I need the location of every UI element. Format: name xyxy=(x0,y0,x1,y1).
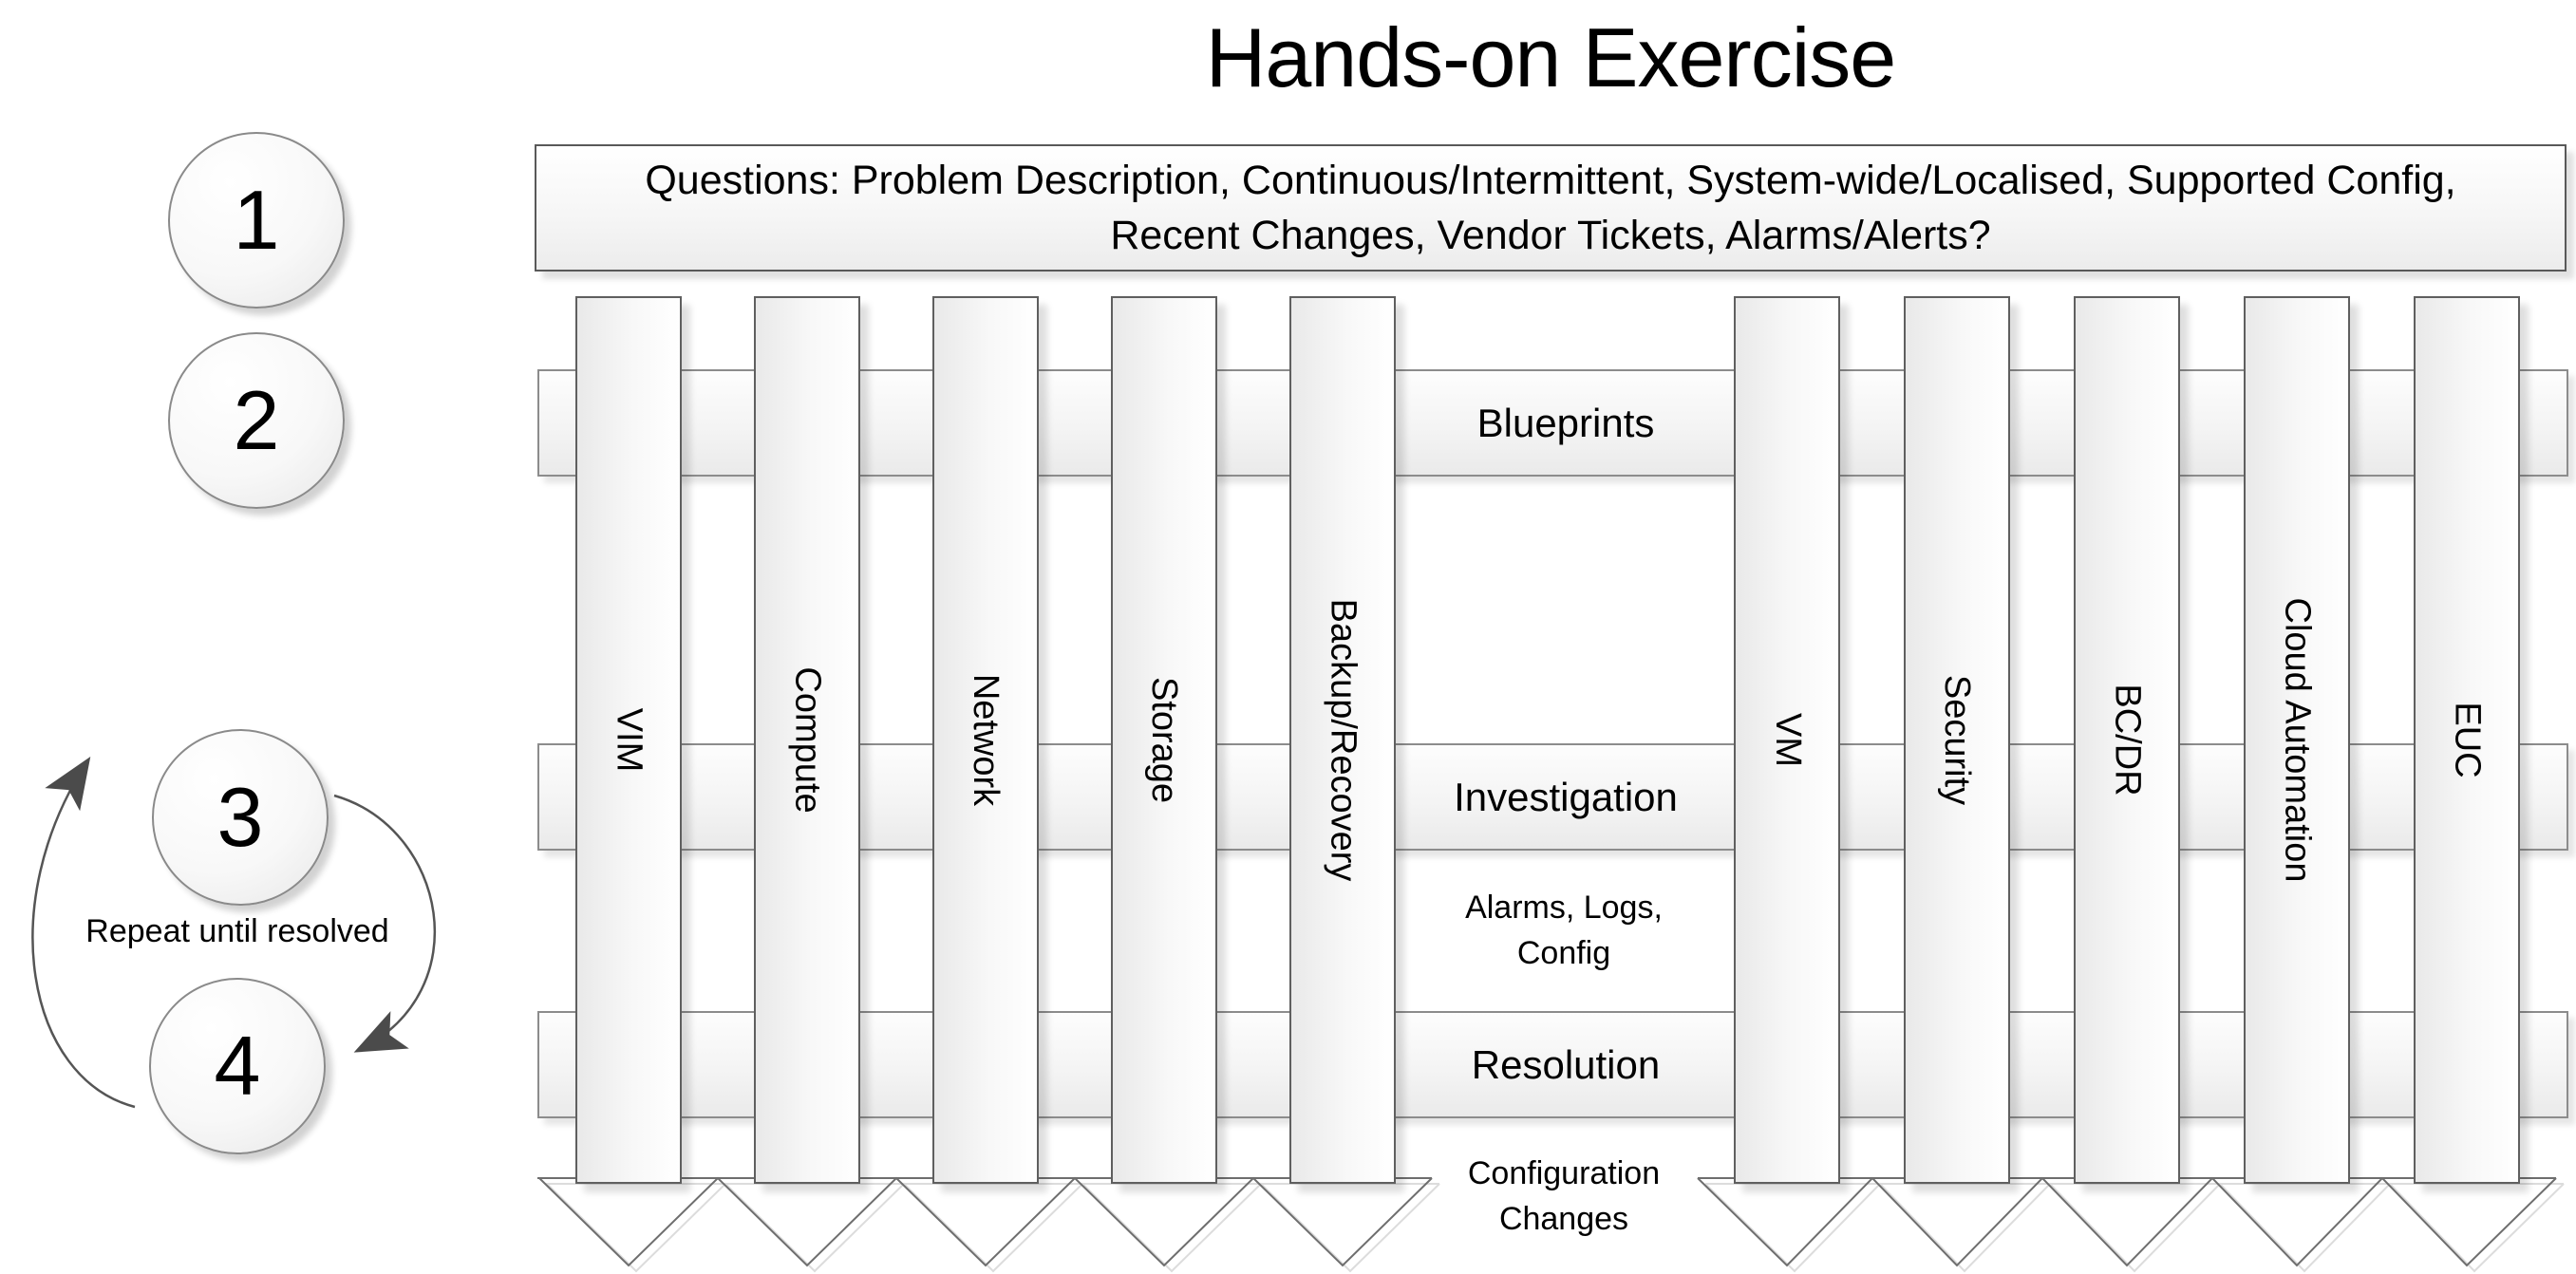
bar-vim: VIM xyxy=(575,296,682,1184)
bar-backup-recovery-label: Backup/Recovery xyxy=(1323,598,1363,882)
bar-bcdr-label: BC/DR xyxy=(2107,684,2148,796)
bar-security: Security xyxy=(1904,296,2010,1184)
band-blueprints: Blueprints xyxy=(537,369,2568,477)
repeat-until-resolved-label: Repeat until resolved xyxy=(85,913,389,949)
note-alarms-logs-config: Alarms, Logs, Config xyxy=(1465,890,1663,972)
bar-euc-label: EUC xyxy=(2447,702,2488,778)
questions-box: Questions: Problem Description, Continuo… xyxy=(535,144,2567,272)
bar-compute: Compute xyxy=(754,296,860,1184)
step-circle-2: 2 xyxy=(168,332,345,509)
bar-cloud-automation-label: Cloud Automation xyxy=(2277,597,2318,883)
step-3-number: 3 xyxy=(216,770,264,864)
band-resolution: Resolution xyxy=(537,1011,2568,1118)
bar-backup-recovery: Backup/Recovery xyxy=(1289,296,1396,1184)
bar-network: Network xyxy=(932,296,1039,1184)
bar-cloud-automation: Cloud Automation xyxy=(2244,296,2350,1184)
bar-vm-label: VM xyxy=(1767,713,1808,767)
step-circle-4: 4 xyxy=(149,978,326,1154)
sawtooth-teeth-right xyxy=(1697,1176,2557,1267)
bar-storage-label: Storage xyxy=(1144,676,1185,804)
band-blueprints-label: Blueprints xyxy=(1476,400,1655,445)
bar-vim-label: VIM xyxy=(609,707,649,773)
questions-text: Questions: Problem Description, Continuo… xyxy=(645,157,2456,258)
bar-bcdr: BC/DR xyxy=(2074,296,2180,1184)
band-investigation-label: Investigation xyxy=(1454,774,1678,819)
step-circle-1: 1 xyxy=(168,132,345,309)
bar-network-label: Network xyxy=(966,673,1006,807)
bar-vm: VM xyxy=(1734,296,1840,1184)
bar-security-label: Security xyxy=(1937,674,1978,806)
step-1-number: 1 xyxy=(233,173,280,267)
bar-storage: Storage xyxy=(1111,296,1217,1184)
band-resolution-label: Resolution xyxy=(1471,1041,1661,1087)
page-title: Hands-on Exercise xyxy=(1205,10,1896,104)
note-configuration-changes: Configuration Changes xyxy=(1467,1155,1661,1238)
bar-compute-label: Compute xyxy=(787,666,828,814)
bar-euc: EUC xyxy=(2414,296,2520,1184)
band-investigation: Investigation xyxy=(537,743,2568,851)
step-circle-3: 3 xyxy=(152,729,329,906)
sawtooth-teeth-left xyxy=(538,1176,1433,1267)
step-4-number: 4 xyxy=(214,1019,261,1113)
step-2-number: 2 xyxy=(233,373,280,467)
